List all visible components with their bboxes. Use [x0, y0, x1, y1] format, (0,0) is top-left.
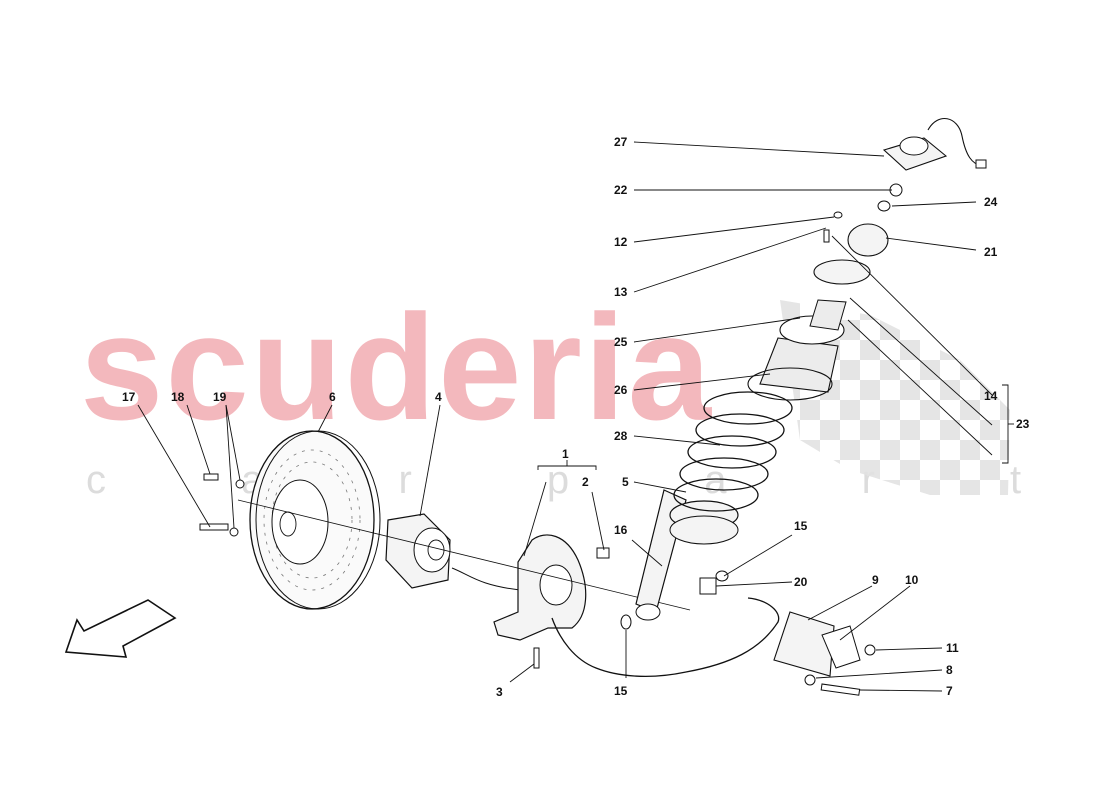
- brake-disc: [249, 430, 381, 610]
- callout-11: 11: [946, 641, 959, 655]
- direction-arrow-icon: [64, 599, 177, 658]
- callout-26: 26: [614, 383, 628, 397]
- watermark-brand: scuderia: [80, 283, 713, 451]
- callout-6: 6: [329, 390, 336, 404]
- callout-21: 21: [984, 245, 998, 259]
- callout-17: 17: [122, 390, 136, 404]
- callout-labels: 1 2 3 4 5 6 7 8 9 10 11 12 13 14 15 15 1…: [122, 135, 1030, 699]
- callout-22: 22: [614, 183, 628, 197]
- callout-1: 1: [562, 447, 569, 461]
- callout-23: 23: [1016, 417, 1030, 431]
- top-mount: [823, 118, 987, 257]
- callout-3: 3: [496, 685, 503, 699]
- bump-stop: [747, 259, 871, 401]
- callout-9: 9: [872, 573, 879, 587]
- callout-10: 10: [905, 573, 919, 587]
- disc-bolts: [199, 473, 245, 537]
- mounting-bracket: [699, 570, 876, 696]
- callout-12: 12: [614, 235, 628, 249]
- callout-16: 16: [614, 523, 628, 537]
- coil-spring: [673, 391, 793, 512]
- callout-2: 2: [582, 475, 589, 489]
- callout-20: 20: [794, 575, 808, 589]
- callout-5: 5: [622, 475, 629, 489]
- callout-25: 25: [614, 335, 628, 349]
- callout-4: 4: [435, 390, 442, 404]
- steering-knuckle: [493, 534, 610, 669]
- callout-19: 19: [213, 390, 227, 404]
- callout-15-upper: 15: [794, 519, 808, 533]
- wheel-hub: [385, 513, 521, 591]
- shock-absorber: [620, 489, 739, 630]
- leader-lines: [137, 141, 1014, 692]
- callout-27: 27: [614, 135, 628, 149]
- callout-18: 18: [171, 390, 185, 404]
- callout-14: 14: [984, 389, 998, 403]
- callout-24: 24: [984, 195, 998, 209]
- callout-15-lower: 15: [614, 684, 628, 698]
- callout-7: 7: [946, 684, 953, 698]
- callout-8: 8: [946, 663, 953, 677]
- sensor-cable: [551, 597, 780, 678]
- callout-28: 28: [614, 429, 628, 443]
- callout-13: 13: [614, 285, 628, 299]
